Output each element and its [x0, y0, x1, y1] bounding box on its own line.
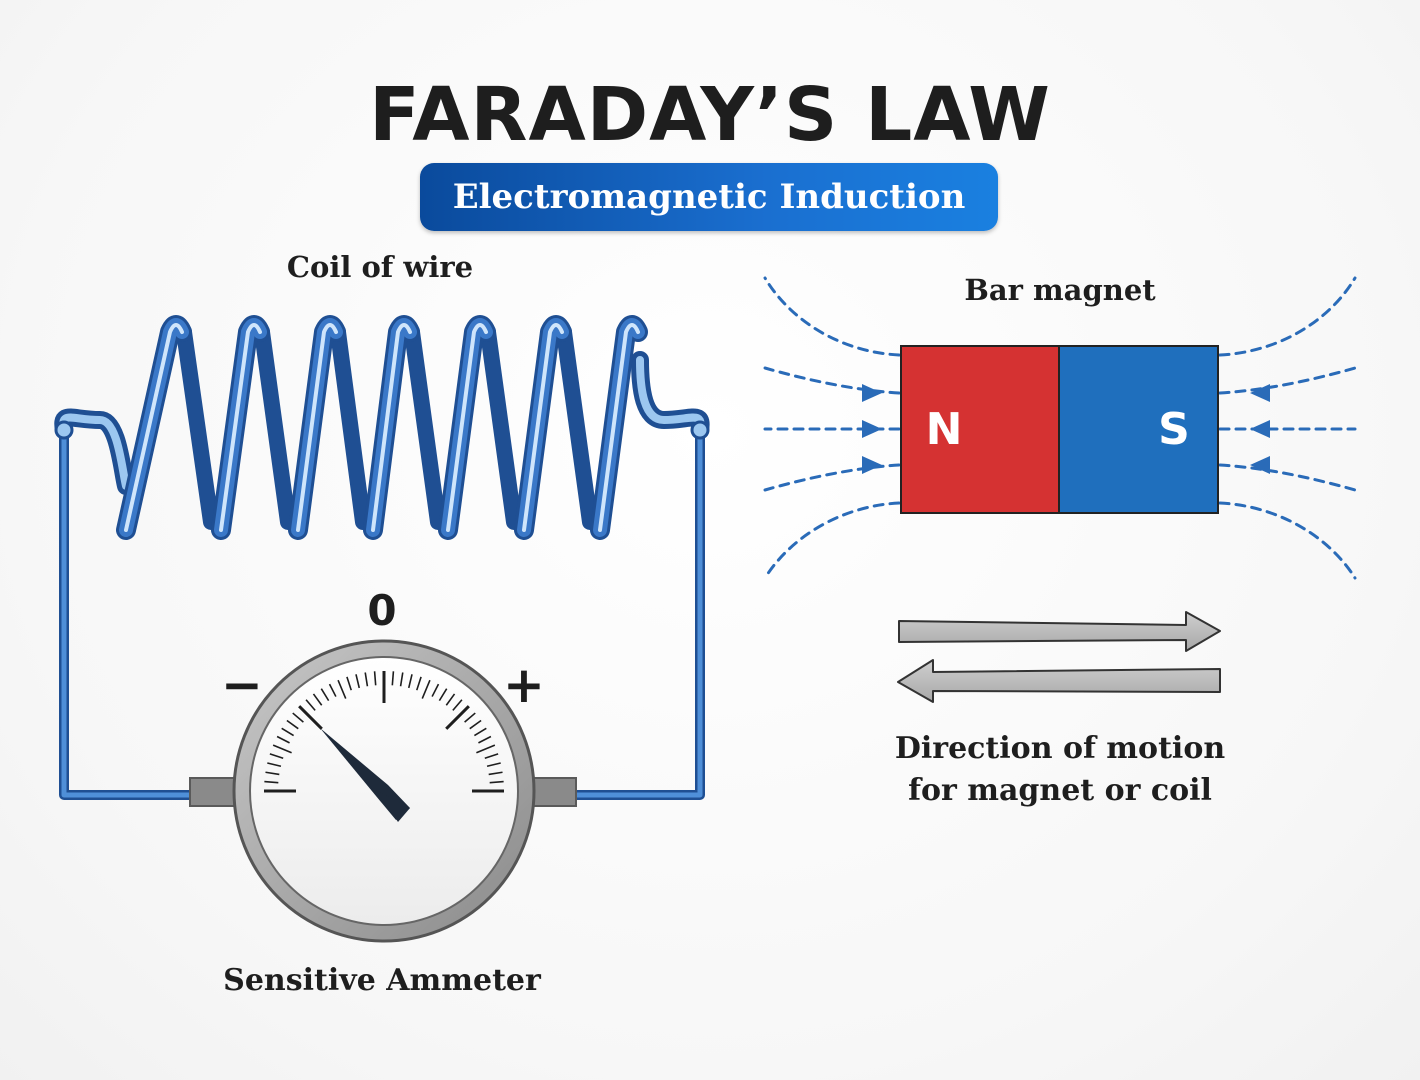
ammeter-tick	[489, 780, 504, 784]
field-arrow	[1250, 420, 1270, 438]
ammeter-tick	[267, 762, 282, 768]
ammeter-tick	[328, 683, 337, 697]
coil-turn-highlight	[124, 323, 184, 532]
circuit-wire	[59, 430, 705, 800]
sensitive-ammeter	[232, 639, 536, 943]
coil-back-segment	[254, 324, 296, 530]
ammeter-tick	[373, 671, 377, 686]
coil-end-highlight	[636, 356, 705, 434]
ammeter-tick	[346, 676, 353, 691]
field-arrow	[862, 456, 882, 474]
field-line	[763, 366, 901, 395]
motion-label-line2: for magnet or coil	[908, 773, 1212, 808]
ammeter-tick	[445, 705, 470, 730]
ammeter-needle	[320, 728, 410, 822]
field-line	[763, 501, 901, 580]
ammeter-tick	[415, 676, 422, 691]
coil-back-segment	[176, 324, 219, 530]
south-pole-label: S	[1158, 404, 1190, 455]
field-line	[1218, 276, 1357, 357]
ammeter-tick	[478, 735, 492, 744]
coil-label: Coil of wire	[286, 250, 474, 284]
ammeter-tick	[265, 771, 280, 776]
ammeter-tick	[320, 688, 330, 702]
ammeter-tick	[264, 780, 279, 784]
motion-label-line1: Direction of motion	[894, 731, 1226, 766]
coil-terminal	[690, 420, 710, 440]
ammeter-tick	[276, 735, 290, 744]
ammeter-tick	[298, 705, 323, 730]
field-arrow	[862, 420, 882, 438]
ammeter-tick	[355, 674, 361, 689]
coil-end-highlight	[59, 413, 130, 490]
magnet-label: Bar magnet	[964, 273, 1156, 307]
coil-back-segment	[404, 324, 446, 530]
ammeter-tick	[337, 679, 347, 699]
subtitle-banner: Electromagnetic Induction	[420, 163, 998, 231]
ammeter-tick	[421, 679, 431, 699]
field-arrow	[1250, 384, 1270, 402]
ammeter-tick	[476, 744, 496, 754]
field-line	[1218, 463, 1357, 492]
page-title: FARADAY’S LAW	[369, 72, 1051, 158]
ammeter-minus-sign: −	[221, 656, 263, 714]
coil-terminal	[54, 420, 74, 440]
field-arrow	[1250, 456, 1270, 474]
ammeter-tick	[407, 674, 413, 689]
ammeter-tick	[431, 683, 440, 697]
ammeter-tick	[391, 671, 395, 686]
coil-turn-highlight	[371, 323, 412, 532]
coil-turn-highlight	[219, 323, 262, 532]
magnetic-field-lines	[763, 276, 1357, 580]
ammeter-plus-sign: +	[503, 656, 545, 714]
field-arrow	[862, 384, 882, 402]
motion-arrow-left	[897, 659, 1221, 703]
north-pole-label: N	[925, 404, 963, 455]
ammeter-tick	[364, 672, 369, 687]
ammeter-tick	[438, 688, 448, 702]
coil-back-segment	[556, 324, 598, 530]
bar-magnet	[900, 345, 1219, 514]
coil-of-wire	[54, 315, 710, 540]
ammeter-tick	[286, 719, 299, 730]
field-line	[763, 463, 901, 492]
ammeter-tick	[399, 672, 404, 687]
ammeter-tick	[486, 762, 501, 768]
field-line	[1218, 501, 1357, 580]
south-pole	[1058, 345, 1219, 514]
ammeter-tick	[292, 712, 304, 723]
coil-turn-highlight	[296, 323, 338, 532]
subtitle-text: Electromagnetic Induction	[452, 177, 966, 217]
motion-arrow-right	[898, 611, 1221, 652]
ammeter-tick	[312, 693, 323, 706]
ammeter-tick	[488, 771, 503, 776]
field-line	[763, 276, 901, 357]
ammeter-zero-mark: 0	[367, 586, 397, 635]
coil-turn-highlight	[598, 323, 640, 532]
ammeter-label: Sensitive Ammeter	[223, 963, 541, 998]
ammeter-tick	[272, 744, 292, 754]
coil-back-segment	[480, 324, 522, 530]
coil-back-segment	[330, 324, 371, 530]
ammeter-tick	[484, 753, 499, 760]
motion-label: Direction of motion for magnet or coil	[860, 728, 1260, 812]
ammeter-tick	[473, 727, 487, 737]
field-line	[1218, 366, 1357, 395]
ammeter-tick	[445, 693, 456, 706]
ammeter-tick	[305, 699, 316, 711]
ammeter-tick	[269, 753, 284, 760]
ammeter-tick	[464, 712, 476, 723]
coil-turn-highlight	[446, 323, 488, 532]
ammeter-tick	[281, 727, 295, 737]
north-pole	[900, 345, 1060, 514]
ammeter-tick	[452, 699, 463, 711]
ammeter-tick	[469, 719, 482, 730]
ammeter-scale	[264, 671, 504, 793]
coil-turn-highlight	[522, 323, 564, 532]
